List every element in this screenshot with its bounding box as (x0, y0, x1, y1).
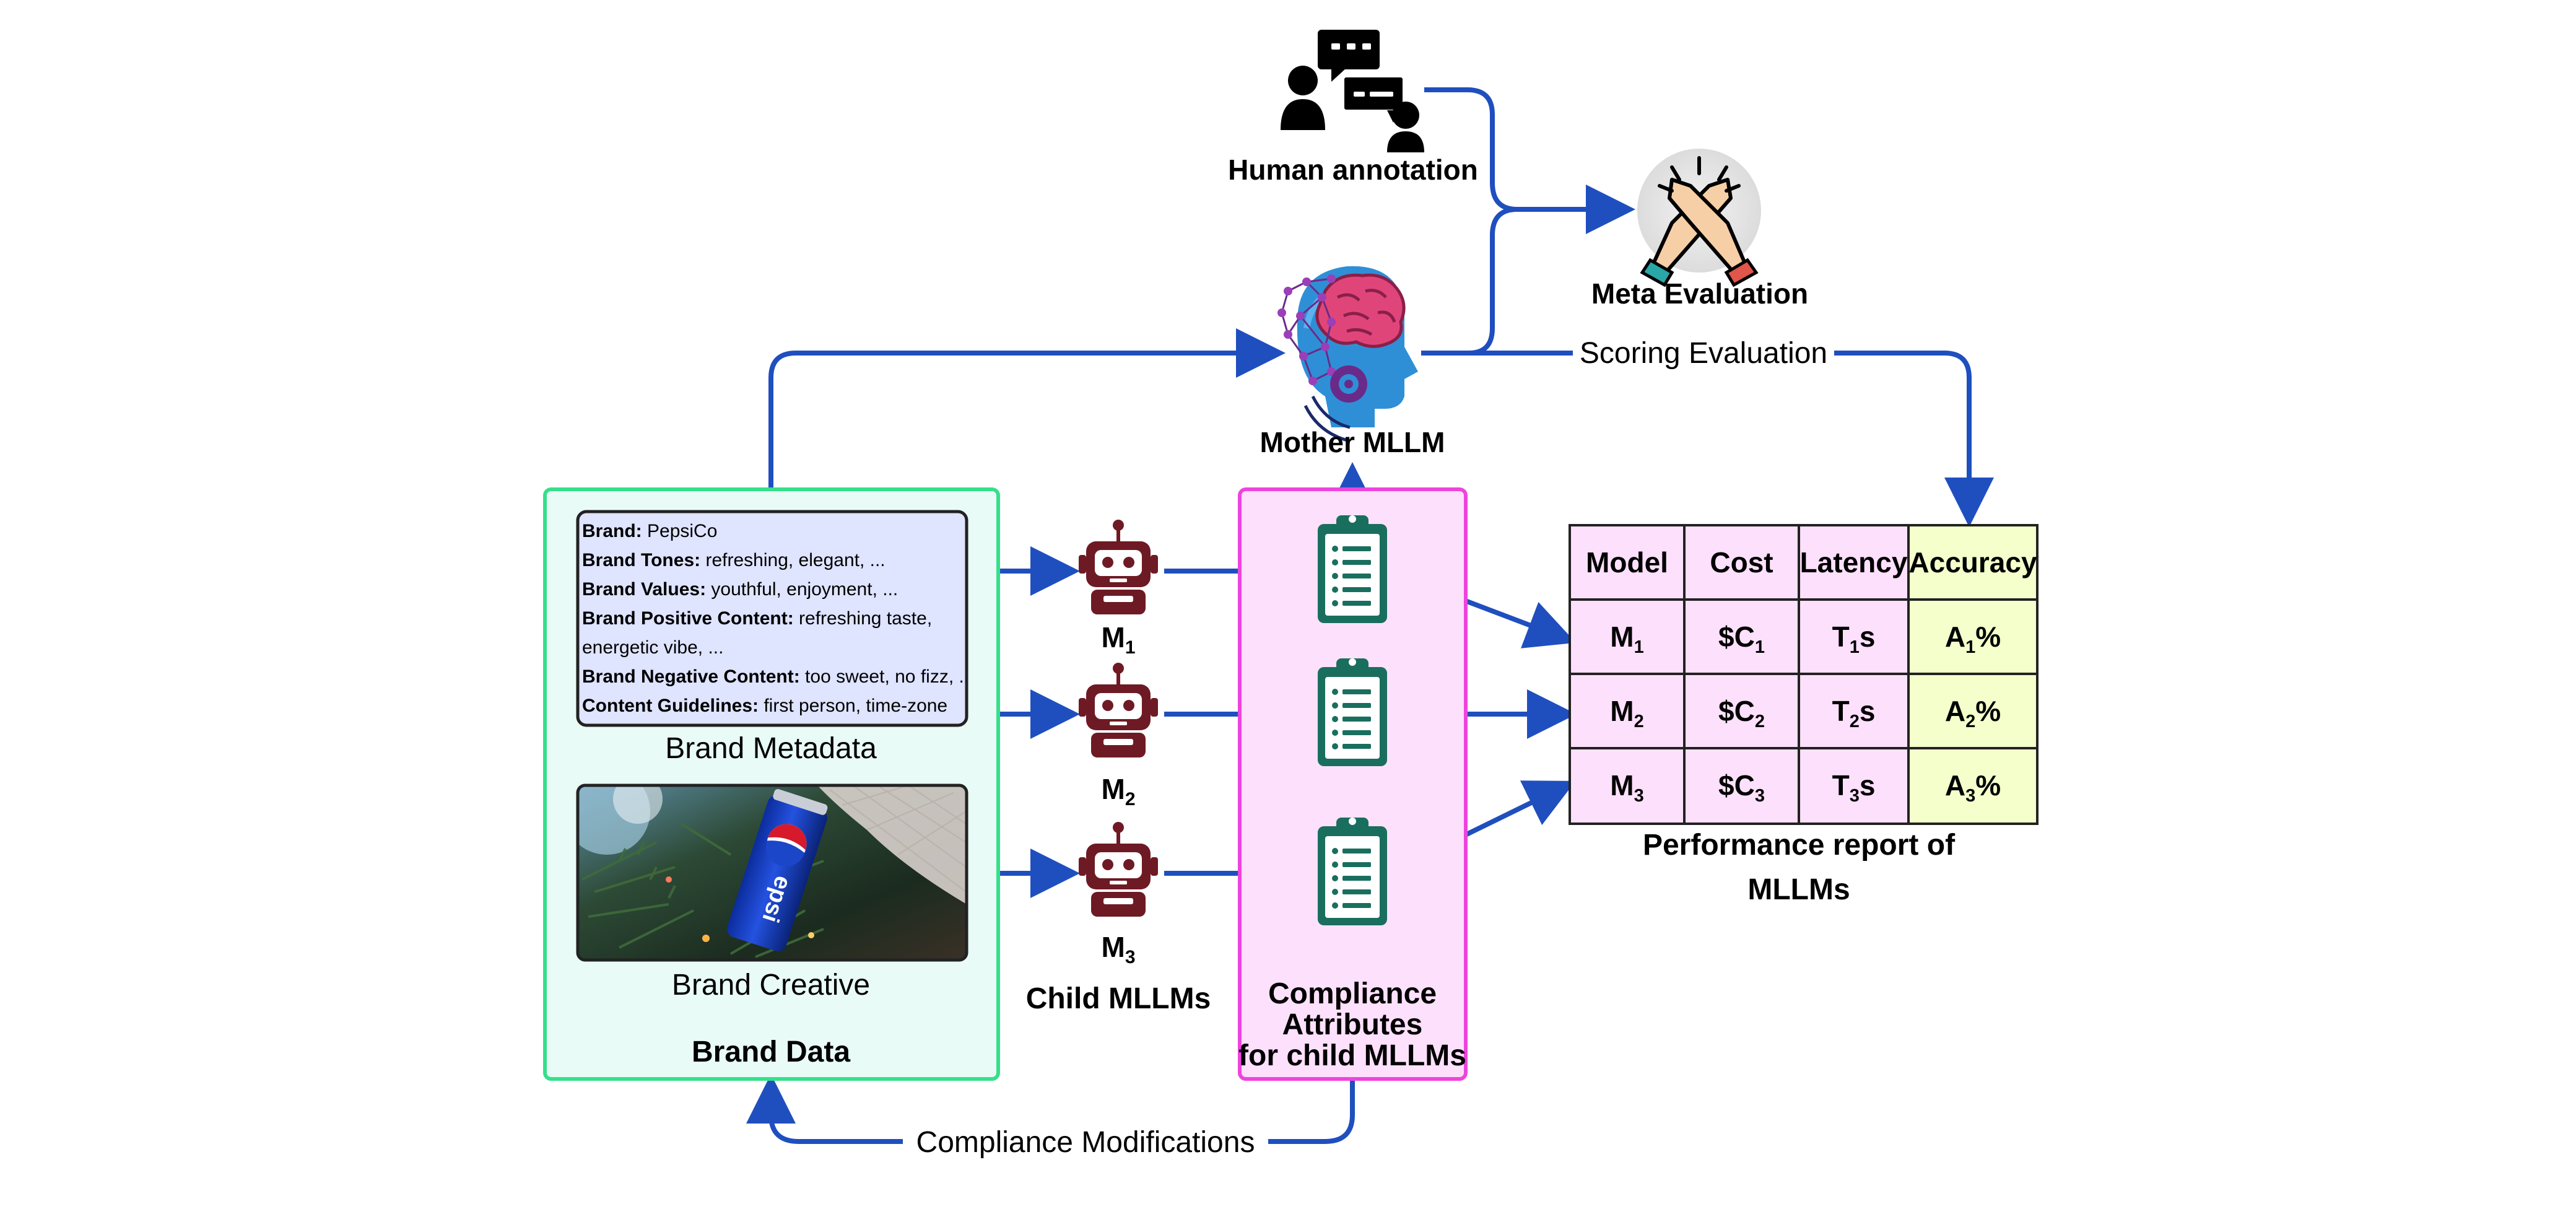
table-header-cost: Cost (1710, 546, 1773, 578)
meta-val-tones: refreshing, elegant, ... (705, 550, 886, 570)
ai-brain-head-icon (1277, 266, 1418, 443)
table-cell-model-2: M2 (1610, 695, 1643, 731)
robot-icon-3 (1079, 822, 1158, 917)
scoring-evaluation-label: Scoring Evaluation (1580, 337, 1827, 370)
table-cell-bg (1907, 524, 2039, 601)
meta-val-positive-cont: energetic vibe, ... (582, 637, 724, 658)
clipboard-icon-3 (1318, 818, 1387, 925)
brand-metadata-caption: Brand Metadata (665, 732, 877, 765)
arrow-mother-to-report (1421, 351, 1969, 517)
meta-val-negative: too sweet, no fizz, ... (805, 666, 966, 687)
connectors (768, 87, 1969, 1144)
meta-line-guidelines: Content Guidelines: first person, time-z… (582, 691, 966, 720)
table-cell-bg (1683, 747, 1800, 825)
meta-evaluation-node: Meta Evaluation (1591, 149, 1808, 310)
meta-line-values: Brand Values: youthful, enjoyment, ... (582, 575, 966, 604)
meta-line-tones: Brand Tones: refreshing, elegant, ... (582, 546, 966, 575)
table-cell-accuracy-2: A2% (1945, 695, 2001, 731)
meta-key-positive: Brand Positive Content: (582, 608, 794, 629)
people-chat-icon (1281, 30, 1424, 152)
arrow-human-to-meta (1424, 87, 1635, 234)
meta-val-values: youthful, enjoyment, ... (711, 579, 899, 600)
table-cell-cost-1: $C1 (1718, 621, 1765, 657)
brand-creative-image: epsi (576, 783, 968, 962)
clipboard-icon-2 (1318, 658, 1387, 766)
table-cell-bg (1569, 673, 1686, 749)
meta-val-brand: PepsiCo (647, 521, 718, 541)
child-model-label-1: M1 (1101, 621, 1135, 658)
human-annotation-node: Human annotation (1228, 30, 1478, 186)
table-header-latency: Latency (1800, 546, 1908, 578)
table-cell-bg (1798, 673, 1910, 749)
clipboard-icon-1 (1318, 515, 1387, 623)
meta-line-brand: Brand: PepsiCo (582, 517, 966, 546)
table-cell-cost-3: $C3 (1718, 769, 1765, 806)
meta-key-values: Brand Values: (582, 579, 707, 600)
arrow-compliance-modifications (771, 1081, 1355, 1144)
meta-line-positive-cont: energetic vibe, ... (582, 633, 966, 662)
compliance-attributes-box: Compliance Attributes for child MLLMs (1238, 487, 1468, 1081)
robot-icon-1 (1079, 520, 1158, 614)
table-cell-model-1: M1 (1610, 621, 1643, 657)
brand-metadata-card (576, 510, 968, 727)
table-cell-bg (1907, 747, 2039, 825)
table-cell-cost-2: $C2 (1718, 695, 1765, 731)
child-model-label-3: M3 (1101, 931, 1135, 967)
compliance-line3: for child MLLMs (1238, 1039, 1466, 1072)
brand-data-title: Brand Data (692, 1036, 850, 1068)
table-cell-bg (1907, 673, 2039, 749)
table-cell-model-3: M3 (1610, 769, 1643, 806)
meta-key-negative: Brand Negative Content: (582, 666, 800, 687)
human-annotation-label: Human annotation (1228, 154, 1478, 186)
robot-icon-2 (1079, 663, 1158, 757)
compliance-line1: Compliance (1268, 977, 1437, 1010)
report-caption-line2: MLLMs (1747, 873, 1850, 906)
mother-mllm-node: Mother MLLM (1260, 266, 1445, 458)
brand-data-box: Brand: PepsiCo Brand Tones: refreshing, … (543, 487, 1000, 1081)
table-cell-accuracy-1: A1% (1945, 621, 2001, 657)
table-cell-bg (1569, 747, 1686, 825)
table-cell-bg (1907, 598, 2039, 675)
arrow-brand-to-mother (768, 328, 1286, 488)
meta-key-guidelines: Content Guidelines: (582, 696, 759, 716)
table-cell-latency-3: T3s (1832, 769, 1876, 806)
table-cell-bg (1683, 598, 1800, 675)
meta-val-guidelines: first person, time-zone (764, 696, 948, 716)
handshake-icon (1637, 149, 1761, 287)
meta-key-brand: Brand: (582, 521, 642, 541)
table-header-model: Model (1586, 546, 1668, 578)
meta-evaluation-label: Meta Evaluation (1591, 277, 1808, 310)
mother-mllm-label: Mother MLLM (1260, 426, 1445, 458)
table-cell-latency-1: T1s (1832, 621, 1876, 657)
arrow-mother-to-meta (1421, 207, 1518, 356)
table-cell-latency-2: T2s (1832, 695, 1876, 731)
meta-line-positive: Brand Positive Content: refreshing taste… (582, 604, 966, 633)
meta-line-negative: Brand Negative Content: too sweet, no fi… (582, 662, 966, 691)
table-cell-bg (1798, 747, 1910, 825)
compliance-line2: Attributes (1282, 1008, 1423, 1041)
report-caption-line1: Performance report of (1643, 829, 1956, 862)
table-cell-accuracy-3: A3% (1945, 769, 2001, 806)
child-model-label-2: M2 (1101, 773, 1135, 810)
brand-creative-caption: Brand Creative (672, 969, 870, 1002)
table-cell-bg (1569, 524, 1686, 601)
meta-key-tones: Brand Tones: (582, 550, 701, 570)
child-mllms-label: Child MLLMs (1026, 982, 1211, 1015)
table-header-accuracy: Accuracy (1908, 546, 2037, 578)
meta-val-positive: refreshing taste, (799, 608, 933, 629)
compliance-modifications-label: Compliance Modifications (916, 1126, 1255, 1159)
table-cell-bg (1798, 598, 1910, 675)
